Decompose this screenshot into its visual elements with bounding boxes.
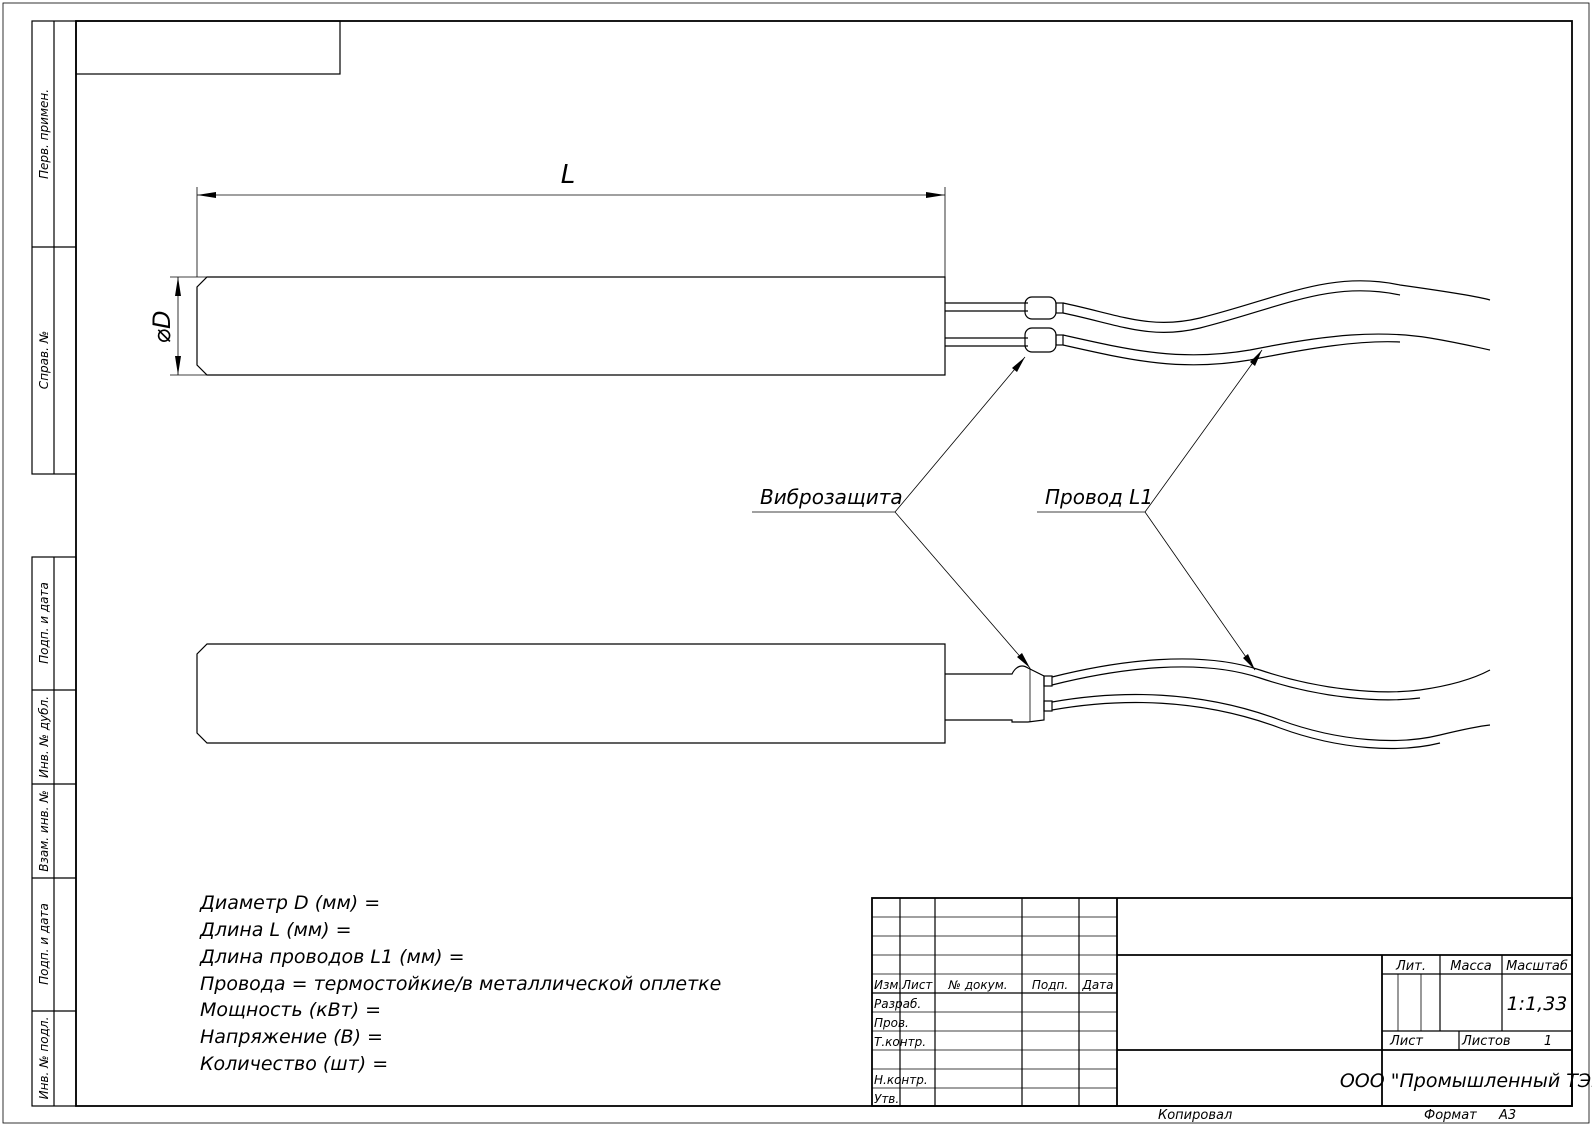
- wire-bottom-2b: [1051, 701, 1441, 750]
- title-block: Изм. Лист № докум. Подп. Дата Разраб. Пр…: [871, 897, 1592, 1107]
- dim-label-diameter: ⌀D: [148, 311, 176, 344]
- wire-top-1a: [1062, 280, 1491, 324]
- heater-bottom-body: [196, 643, 946, 744]
- vibro-sleeve-top-1: [1024, 296, 1057, 320]
- footer-format: Формат: [1424, 1108, 1477, 1123]
- stamp-podp-data-2: Подп. и дата: [37, 903, 51, 985]
- wire-top-2a: [1062, 333, 1491, 356]
- stamp-podp-data-1: Подп. и дата: [37, 582, 51, 664]
- tb-col-podp: Подп.: [1032, 978, 1068, 992]
- tb-col-izm: Изм.: [874, 978, 902, 992]
- wire-bottom-1a: [1051, 658, 1491, 693]
- stamp-inv-podl: Инв. № подл.: [37, 1017, 51, 1100]
- tb-row-razrab: Разраб.: [874, 997, 921, 1011]
- tb-scale-value: 1:1,33: [1507, 993, 1568, 1015]
- tb-col-doc: № докум.: [947, 978, 1007, 992]
- tb-col-data: Дата: [1081, 978, 1113, 992]
- spec-line: Диаметр D (мм) =: [199, 892, 380, 914]
- stamp-vzam-inv: Взам. инв. №: [37, 790, 51, 871]
- sheet-inner-frame: [75, 20, 1573, 1107]
- wire-top-2b: [1062, 341, 1401, 366]
- callout-wire-label: Провод L1: [1045, 485, 1153, 509]
- footer-kopiroval: Копировал: [1158, 1108, 1232, 1123]
- dimension-length: L: [196, 160, 946, 277]
- heater-bottom: [196, 643, 1491, 750]
- tb-listov-label: Листов: [1461, 1034, 1511, 1049]
- stamp-sprav-no: Справ. №: [37, 331, 51, 389]
- sheet-footer: Копировал Формат А3: [1158, 1108, 1516, 1123]
- spec-list: Диаметр D (мм) = Длина L (мм) = Длина пр…: [199, 892, 721, 1075]
- tb-massa-label: Масса: [1450, 959, 1491, 974]
- dim-label-length: L: [561, 160, 576, 190]
- spec-line: Мощность (кВт) =: [200, 999, 381, 1021]
- wire-bottom-1b: [1051, 666, 1421, 701]
- heater-top: [196, 276, 1491, 376]
- spec-line: Напряжение (В) =: [200, 1026, 383, 1048]
- callout-vibro-label: Виброзащита: [760, 485, 903, 509]
- tb-row-prov: Пров.: [874, 1016, 909, 1030]
- tb-masshtab-label: Масштаб: [1506, 959, 1568, 974]
- vibro-sleeve-top-2: [1024, 327, 1057, 353]
- tb-row-utv: Утв.: [874, 1092, 899, 1106]
- heater-bottom-terminal: [945, 665, 1045, 723]
- tb-company: ООО "Промышленный ТЭН": [1340, 1070, 1592, 1092]
- stamp-perv-primen: Перв. примен.: [37, 89, 51, 179]
- side-stamp: Перв. примен. Справ. № Подп. и дата Инв.…: [31, 20, 77, 1107]
- callouts: Виброзащита Провод L1: [752, 349, 1263, 671]
- wire-top-1b: [1062, 290, 1401, 334]
- dimension-diameter: ⌀D: [148, 276, 207, 376]
- top-left-box: [75, 20, 341, 75]
- spec-line: Длина L (мм) =: [199, 919, 352, 941]
- stamp-inv-dubl: Инв. № дубл.: [37, 696, 51, 778]
- spec-line: Количество (шт) =: [200, 1053, 388, 1075]
- wire-bottom-2a: [1051, 693, 1491, 742]
- spec-line: Провода = термостойкие/в металлической о…: [200, 973, 721, 995]
- spec-line: Длина проводов L1 (мм) =: [199, 946, 465, 968]
- tb-list-label: Лист: [1389, 1034, 1423, 1049]
- tb-row-tkontr: Т.контр.: [874, 1035, 926, 1049]
- tb-lit-label: Лит.: [1395, 959, 1426, 974]
- tb-col-list: Лист: [901, 978, 933, 992]
- footer-format-value: А3: [1498, 1108, 1516, 1123]
- tb-row-nkontr: Н.контр.: [874, 1073, 928, 1087]
- heater-top-body: [196, 276, 946, 376]
- tb-listov-value: 1: [1544, 1034, 1552, 1049]
